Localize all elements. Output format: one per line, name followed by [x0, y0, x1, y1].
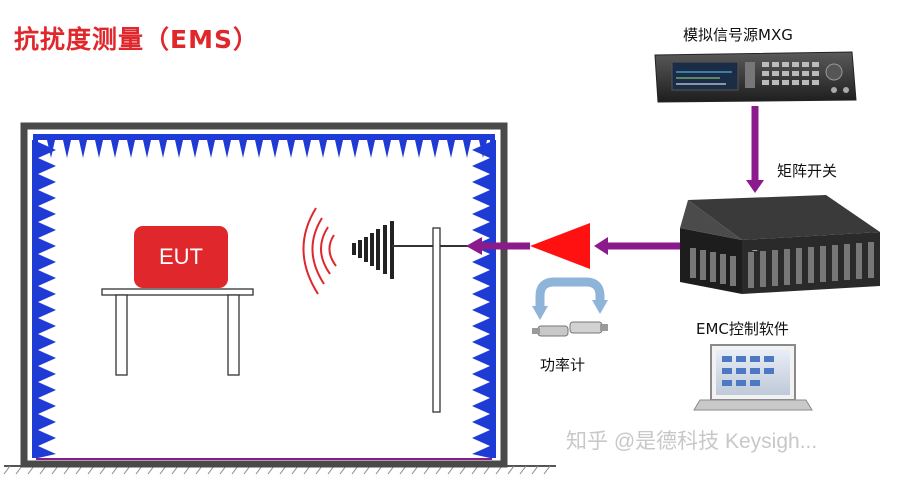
- laptop-icon: [693, 344, 813, 411]
- loop-arrow-icon: [532, 277, 608, 320]
- emc-software-label: EMC控制软件: [696, 320, 789, 338]
- eut-table: [101, 288, 254, 376]
- signal-generator-icon: [654, 51, 857, 103]
- amplifier-icon: [530, 223, 590, 269]
- antenna-icon: [352, 221, 468, 279]
- right-wall-absorbers: [472, 140, 496, 458]
- power-meter-label: 功率计: [540, 356, 586, 374]
- page-title: 抗扰度测量（EMS）: [14, 25, 259, 54]
- svg-text:~: ~: [752, 246, 759, 257]
- signal-generator-label: 模拟信号源MXG: [683, 26, 793, 44]
- matrix-switch-icon: ~: [680, 195, 880, 294]
- watermark: 知乎 @是德科技 Keysigh...: [566, 430, 818, 453]
- radiated-waves: [302, 207, 337, 295]
- power-sensor-icon: [532, 321, 608, 337]
- eut-box: EUT: [134, 226, 228, 288]
- left-wall-absorbers: [32, 140, 56, 458]
- anechoic-chamber: [20, 122, 508, 468]
- signal-path: [466, 106, 764, 255]
- ceiling-absorbers: [33, 134, 495, 158]
- matrix-switch-label: 矩阵开关: [777, 162, 838, 180]
- antenna-mast: [432, 227, 441, 413]
